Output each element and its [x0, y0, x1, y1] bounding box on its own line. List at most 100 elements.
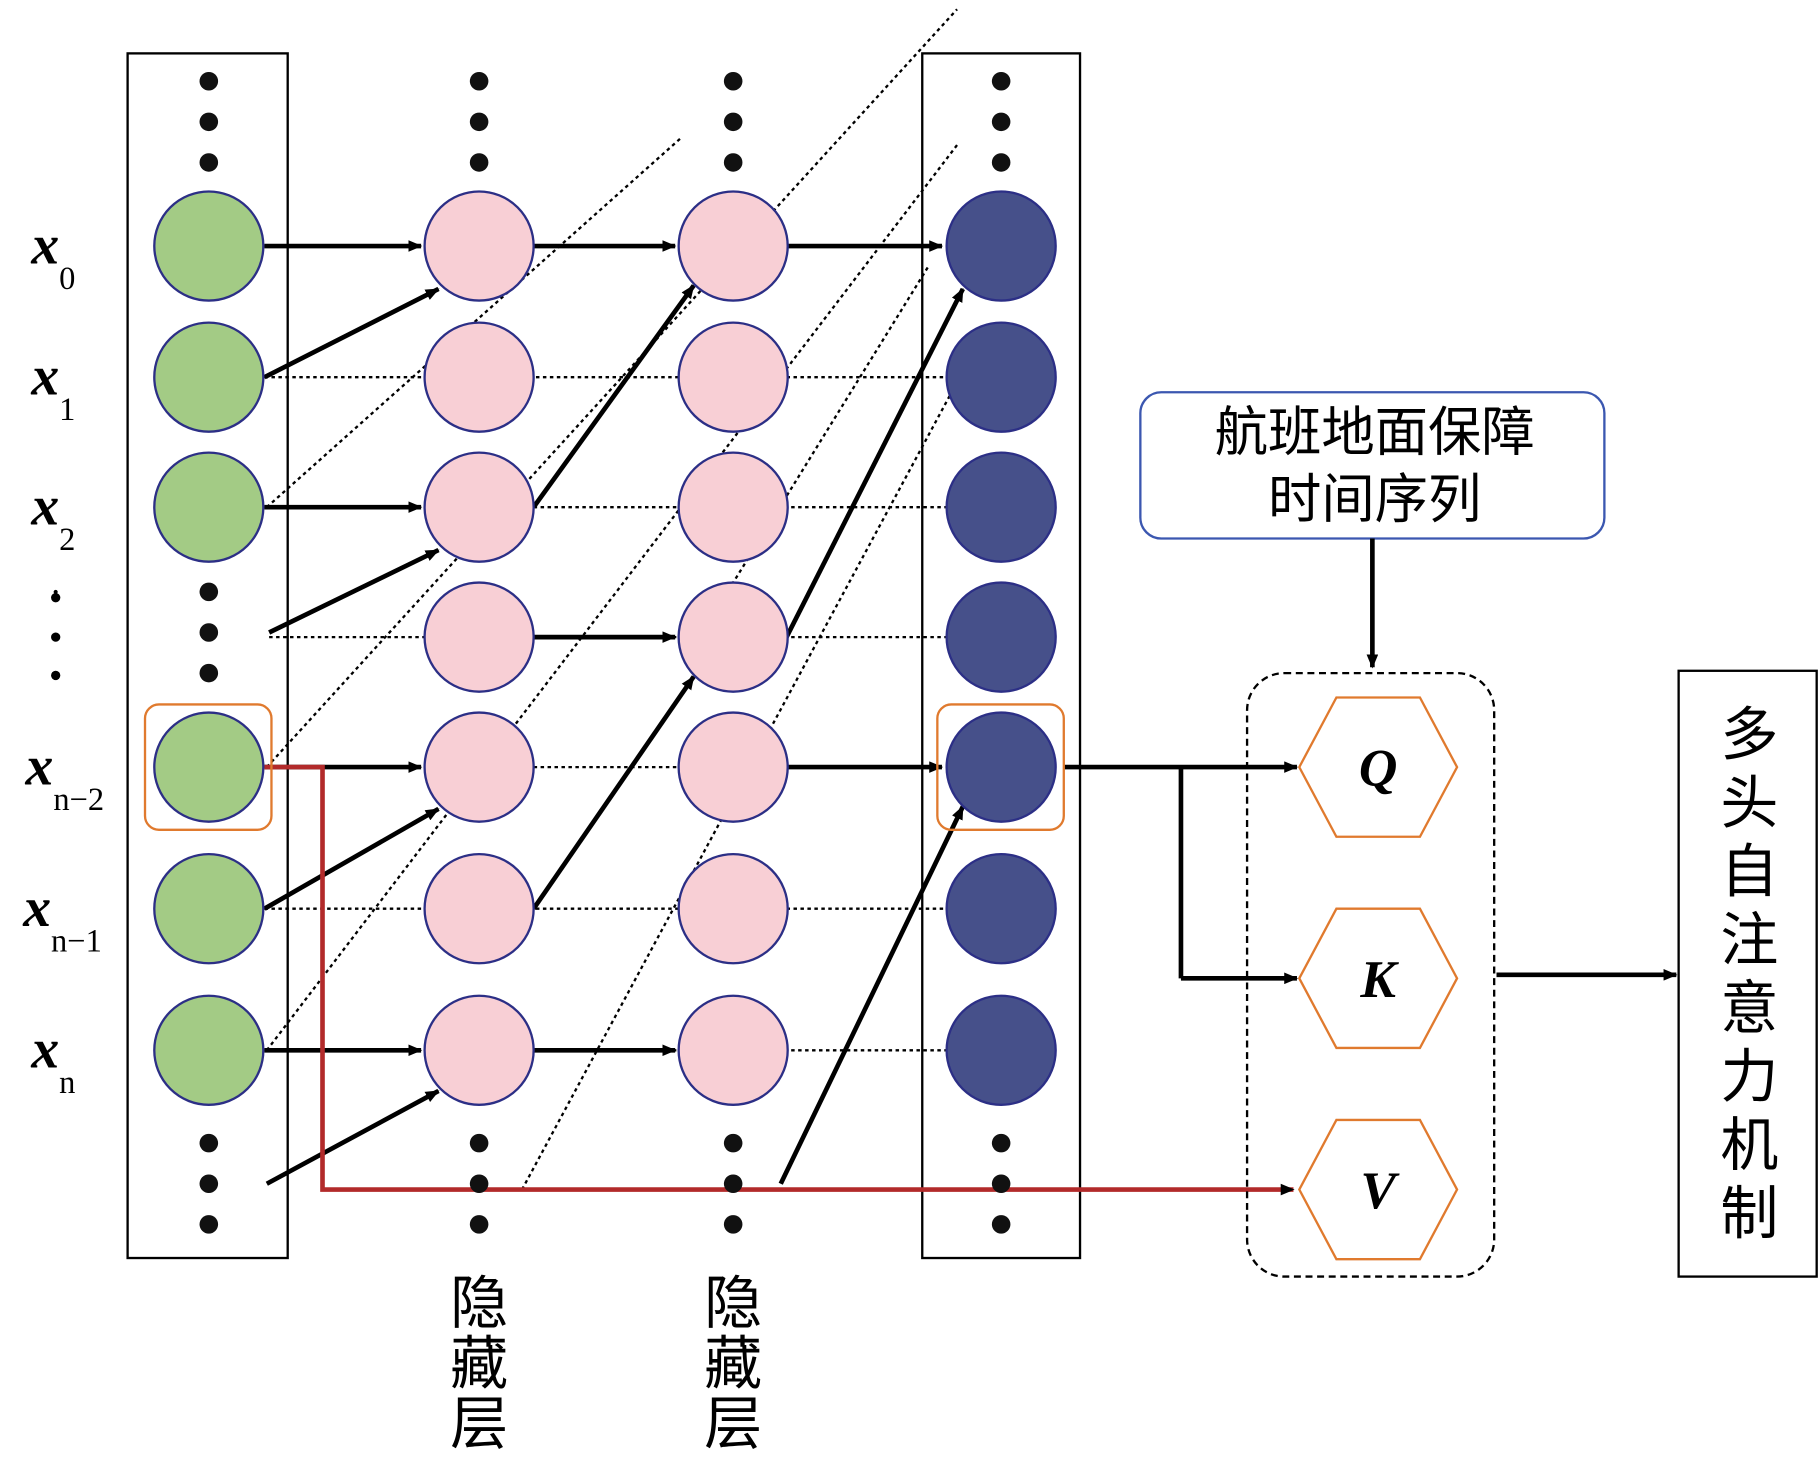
input-label: x2 [30, 476, 75, 559]
input-node [153, 321, 265, 433]
ellipsis-dot [469, 1174, 489, 1194]
hexagon-v [1297, 1118, 1459, 1261]
ellipsis-dot [199, 663, 219, 683]
ellipsis-dot [469, 153, 489, 172]
attention-box [1677, 669, 1818, 1278]
qkv-group [1245, 671, 1496, 1278]
series-line2: 时间序列 [1268, 468, 1481, 531]
input-node [153, 190, 265, 302]
input-node [153, 994, 265, 1106]
ellipsis-dot [199, 153, 219, 172]
hidden2-node [677, 190, 789, 302]
hidden2-node [677, 321, 789, 433]
series-box [1139, 391, 1606, 540]
ellipsis-dot [723, 1174, 743, 1194]
qkv-label: V [1360, 1160, 1400, 1220]
hidden1-node [423, 451, 535, 563]
connection-arrow [784, 287, 965, 639]
ellipsis-dot [469, 112, 489, 132]
connection-arrow [268, 548, 440, 635]
dotted-connection [265, 144, 958, 1051]
dotted-connection [266, 136, 683, 509]
ellipsis-dot [469, 71, 489, 91]
input-layer-box [126, 52, 289, 1260]
ellipsis-dot [199, 71, 219, 91]
connection-arrow [263, 806, 440, 911]
ellipsis-dot [991, 1133, 1011, 1153]
input-node [153, 852, 265, 965]
series-line1: 航班地面保障 [1215, 400, 1535, 463]
ellipsis-dot [199, 112, 219, 132]
residual-connection [264, 764, 1295, 1196]
hidden-layer-label: 层 [704, 1390, 762, 1458]
input-vertical-ellipsis: · [50, 572, 62, 611]
ellipsis-dot [51, 632, 61, 642]
ellipsis-dot [469, 1215, 489, 1234]
ellipsis-dot [991, 1174, 1011, 1194]
ellipsis-dot [199, 1133, 219, 1153]
hidden1-node [423, 581, 535, 693]
ellipsis-dot [199, 1174, 219, 1194]
ellipsis-dot [991, 71, 1011, 91]
attention-label: 自 [1720, 837, 1778, 905]
ellipsis-dot [723, 1215, 743, 1234]
input-label: xn−1 [22, 877, 102, 960]
ellipsis-dot [723, 112, 743, 132]
ellipsis-dot [723, 1133, 743, 1153]
hidden-layer-label: 藏 [450, 1329, 508, 1397]
input-label: xn−2 [25, 736, 105, 819]
hidden2-node [677, 451, 789, 563]
input-label: xn [30, 1019, 75, 1102]
attention-label: 制 [1720, 1180, 1778, 1248]
hidden1-node [423, 852, 535, 965]
attention-label: 力 [1720, 1043, 1778, 1111]
connection-arrow [263, 286, 440, 380]
ellipsis-dot [991, 153, 1011, 172]
ellipsis-dot [991, 1215, 1011, 1234]
hexagon-q [1297, 696, 1459, 838]
hidden-layer-label: 隐 [450, 1269, 508, 1337]
output-node [945, 852, 1057, 965]
input-label: x0 [30, 214, 75, 297]
hidden2-node [677, 852, 789, 965]
hidden1-node [423, 711, 535, 823]
hidden-layer-label: 藏 [704, 1329, 762, 1397]
ellipsis-dot [469, 1133, 489, 1153]
ellipsis-dot [51, 670, 61, 681]
output-node [945, 711, 1057, 823]
qkv-label: Q [1359, 738, 1398, 798]
ellipsis-dot [199, 1215, 219, 1234]
attention-label: 多 [1720, 700, 1778, 768]
ellipsis-dot [723, 71, 743, 91]
output-node [945, 581, 1057, 693]
input-node [153, 711, 265, 823]
hidden1-node [423, 190, 535, 302]
connection-arrow [778, 805, 965, 1185]
hidden2-node [677, 581, 789, 693]
hidden1-node [423, 321, 535, 433]
attention-label: 注 [1720, 906, 1778, 974]
connection-arrow [531, 675, 696, 911]
ellipsis-dot [199, 623, 219, 642]
attention-label: 机 [1720, 1111, 1778, 1179]
output-node [945, 190, 1057, 302]
hidden1-node [423, 994, 535, 1106]
attention-label: 意 [1720, 974, 1778, 1042]
connection-arrow [531, 284, 696, 509]
connection-arrow [265, 1088, 440, 1186]
ellipsis-dot [199, 582, 219, 602]
hidden2-node [677, 711, 789, 823]
input-label: x1 [30, 346, 75, 429]
attention-label: 头 [1720, 769, 1778, 837]
output-node [945, 994, 1057, 1106]
hidden-layer-label: 层 [450, 1390, 508, 1458]
hidden2-node [677, 994, 789, 1106]
highlight-output-node [936, 703, 1065, 831]
qkv-label: K [1359, 949, 1399, 1009]
highlight-input-xn-2 [143, 703, 273, 831]
output-layer-box [921, 52, 1082, 1260]
ellipsis-dot [51, 593, 61, 603]
hexagon-k [1297, 907, 1459, 1050]
input-node [153, 451, 265, 563]
